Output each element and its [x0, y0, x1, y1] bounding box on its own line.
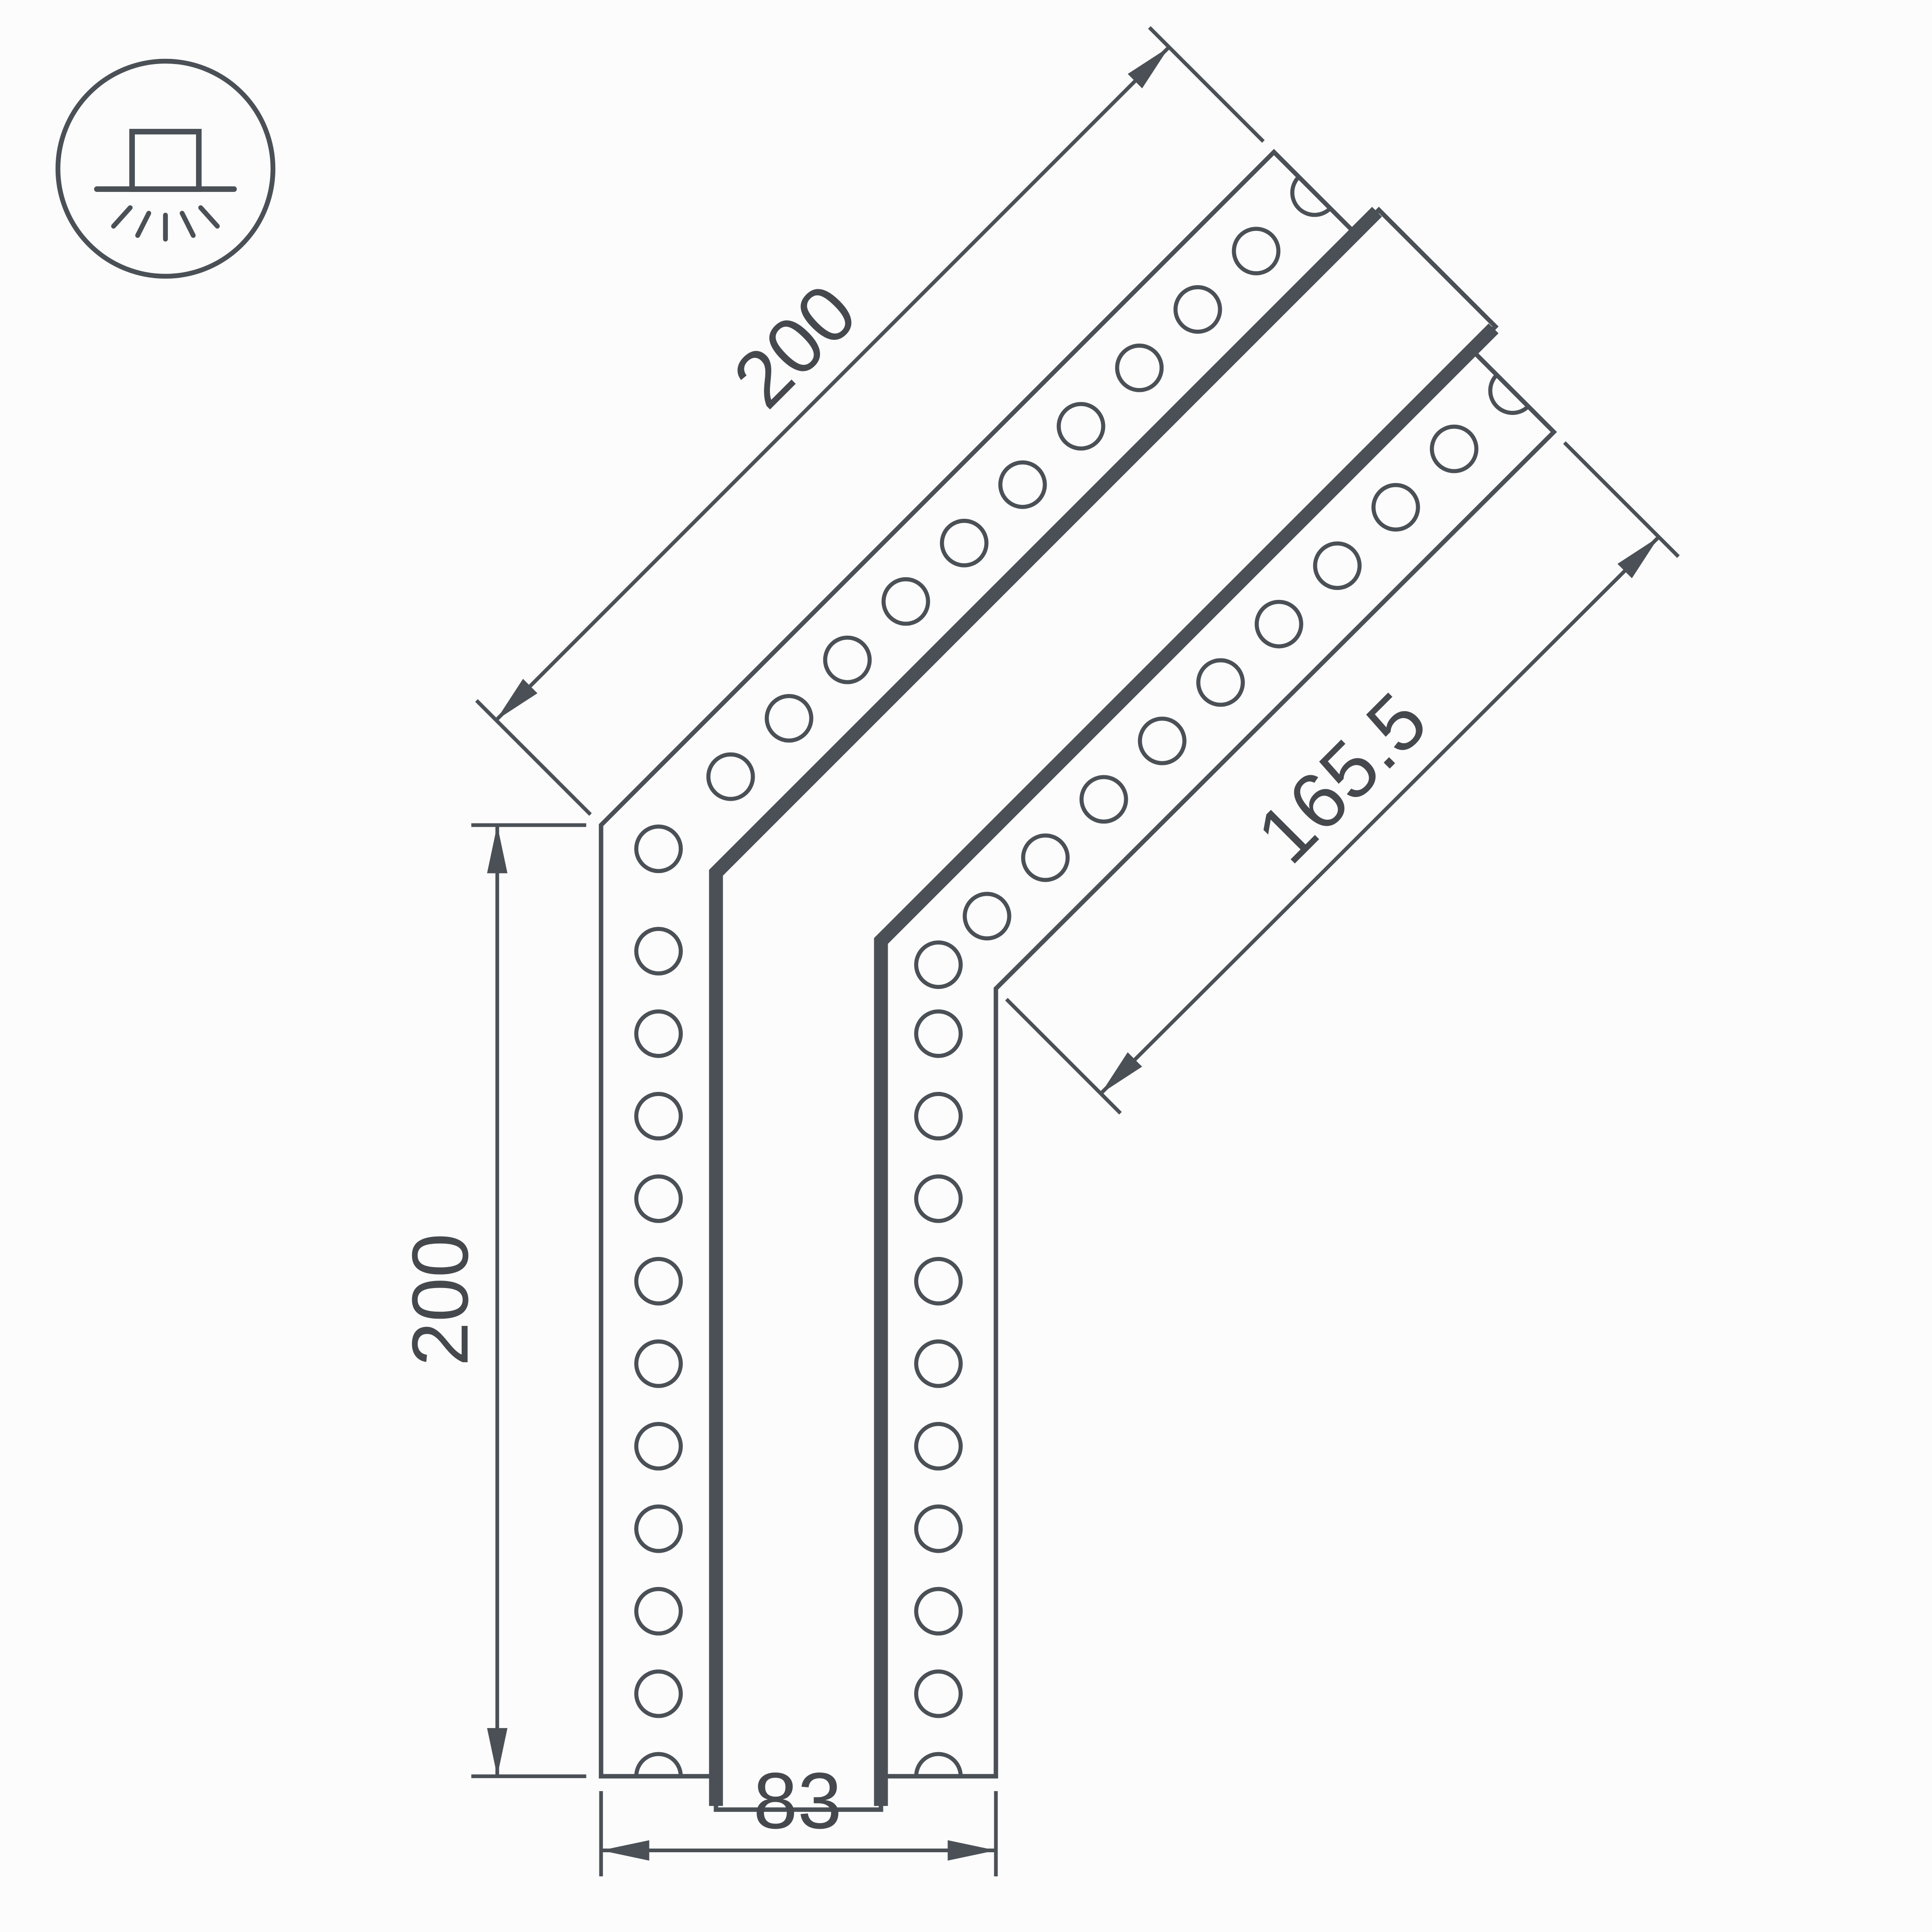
mounting-hole [1232, 227, 1280, 275]
mounting-hole [962, 892, 1011, 941]
mounting-hole [1115, 344, 1163, 392]
mounting-hole [634, 1587, 683, 1636]
mounting-hole [1021, 833, 1070, 882]
profile-slot-line [709, 207, 1382, 1806]
mounting-hole [914, 1009, 963, 1058]
mounting-hole [1313, 541, 1361, 590]
mounting-hole [914, 1339, 963, 1388]
mounting-hole [881, 577, 930, 626]
icon-housing-box [129, 128, 202, 192]
mounting-hole [914, 1422, 963, 1471]
mounting-hole [1196, 658, 1245, 707]
mounting-hole [914, 1256, 963, 1306]
mounting-hole [634, 1669, 683, 1718]
mounting-hole [1079, 775, 1128, 824]
dim-label-diagonal-top: 200 [716, 268, 873, 425]
mounting-hole [914, 1587, 963, 1636]
mounting-hole [634, 1422, 683, 1471]
mounting-hole [1254, 599, 1303, 649]
mounting-hole [914, 1669, 963, 1718]
mounting-hole [634, 927, 683, 976]
icon-circle [55, 58, 275, 279]
mounting-hole [914, 1504, 963, 1553]
mounting-hole [634, 1009, 683, 1058]
mounting-hole [914, 1174, 963, 1223]
profile-connector-drawing [471, 26, 1680, 1877]
mounting-hole [634, 1174, 683, 1223]
recessed-light-icon [55, 58, 275, 279]
dimension-diagonal-right [1004, 441, 1680, 1115]
connector-outline [598, 149, 1557, 1812]
dim-label-vertical-left: 200 [395, 1233, 484, 1366]
mounting-hole [1371, 483, 1420, 532]
mounting-hole [634, 1339, 683, 1388]
mounting-hole [634, 1092, 683, 1141]
mounting-hole [634, 1256, 683, 1306]
mounting-hole [1056, 402, 1105, 451]
mounting-hole [914, 940, 963, 989]
mounting-hole [634, 1504, 683, 1553]
mounting-hole [634, 824, 683, 874]
mounting-hole [1173, 285, 1222, 334]
mounting-hole [1138, 716, 1187, 765]
profile-slot-line [874, 323, 1499, 1806]
dimension-bottom-width [599, 1791, 998, 1877]
mounting-hole [823, 635, 872, 684]
dimension-vertical-left [471, 823, 586, 1779]
mounting-hole [1430, 424, 1478, 473]
mounting-hole [764, 694, 813, 743]
mounting-hole [940, 518, 988, 567]
dim-label-bottom-width: 83 [753, 1756, 841, 1845]
mounting-hole [998, 460, 1047, 509]
mounting-hole [914, 1092, 963, 1141]
dim-label-diagonal-right: 165.5 [1239, 676, 1443, 880]
icon-light-rays [111, 205, 220, 242]
dimension-diagonal-top [475, 26, 1265, 816]
mounting-hole [706, 752, 755, 801]
